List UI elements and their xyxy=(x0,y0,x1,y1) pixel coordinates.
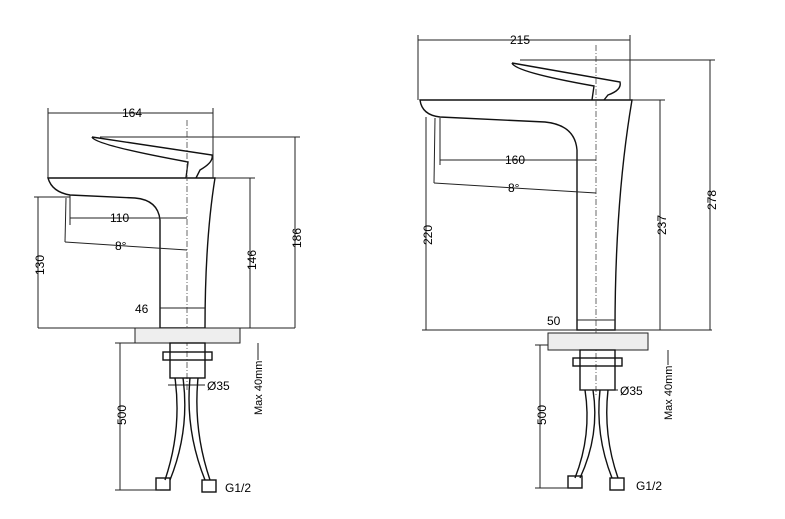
left-total-height-label: 186 xyxy=(290,228,304,248)
left-faucet: 164 110 8° 130 146 186 46 Ø35 Max 40mm 5… xyxy=(33,106,304,495)
right-hose-length-label: 500 xyxy=(535,405,549,425)
right-spout-height-label: 220 xyxy=(421,225,435,245)
left-hose-length-label: 500 xyxy=(115,405,129,425)
right-reach-label: 160 xyxy=(505,153,525,167)
right-max-label: Max 40mm xyxy=(663,366,675,420)
left-countertop xyxy=(134,327,241,344)
left-base-label: 46 xyxy=(135,302,149,316)
left-max-label: Max 40mm xyxy=(253,361,265,415)
right-nut-label: Ø35 xyxy=(620,384,643,398)
left-spout-height-label: 130 xyxy=(33,255,47,275)
right-base-label: 50 xyxy=(547,314,561,328)
right-width-label: 215 xyxy=(510,33,530,47)
right-thread-label: G1/2 xyxy=(636,479,662,493)
left-faucet-body xyxy=(47,177,216,329)
left-angle-label: 8° xyxy=(115,239,127,253)
left-reach-label: 110 xyxy=(110,211,129,225)
left-body-height-label: 146 xyxy=(245,250,259,270)
right-countertop xyxy=(547,332,649,351)
right-mounting-nut xyxy=(579,349,616,391)
right-angle-label: 8° xyxy=(508,181,520,195)
right-faucet: 215 160 8° 220 237 278 50 Ø35 Max 40mm 5… xyxy=(417,33,719,493)
right-faucet-body xyxy=(419,99,633,331)
left-hoses xyxy=(164,377,211,481)
left-nut-label: Ø35 xyxy=(207,379,230,393)
right-total-height-label: 278 xyxy=(705,190,719,210)
right-faucet-handle xyxy=(511,62,621,101)
left-faucet-handle xyxy=(91,136,213,179)
left-thread-label: G1/2 xyxy=(225,481,251,495)
left-width-label: 164 xyxy=(122,106,142,120)
right-hoses xyxy=(574,389,619,479)
right-body-height-label: 237 xyxy=(655,215,669,235)
